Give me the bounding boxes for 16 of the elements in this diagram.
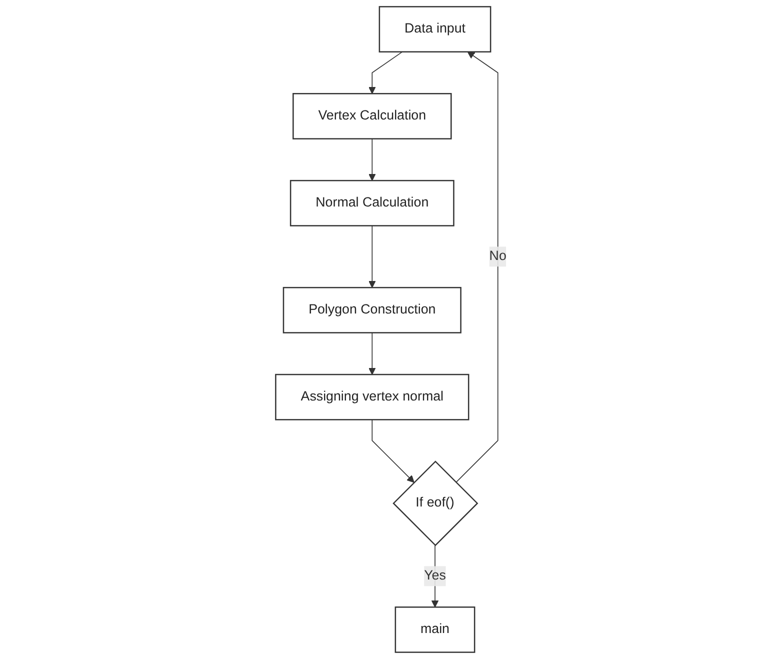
arrow: [368, 225, 376, 288]
arrow: [368, 138, 376, 181]
node-box: main: [395, 606, 476, 653]
node-box: Vertex Calculation: [292, 93, 452, 140]
arrow: [372, 419, 415, 483]
node-box: Assigning vertex normal: [276, 374, 470, 420]
node-box: Data input: [379, 6, 492, 52]
node-box: Normal Calculation: [290, 180, 455, 226]
edge-label: Yes: [424, 568, 446, 583]
node-diamond: If eof(): [393, 460, 479, 546]
arrow: [432, 544, 440, 608]
edge-label: No: [490, 249, 507, 264]
arrow: [456, 52, 499, 483]
arrow: [368, 332, 376, 375]
node-box: Polygon Construction: [283, 286, 462, 334]
arrow: [368, 51, 404, 94]
